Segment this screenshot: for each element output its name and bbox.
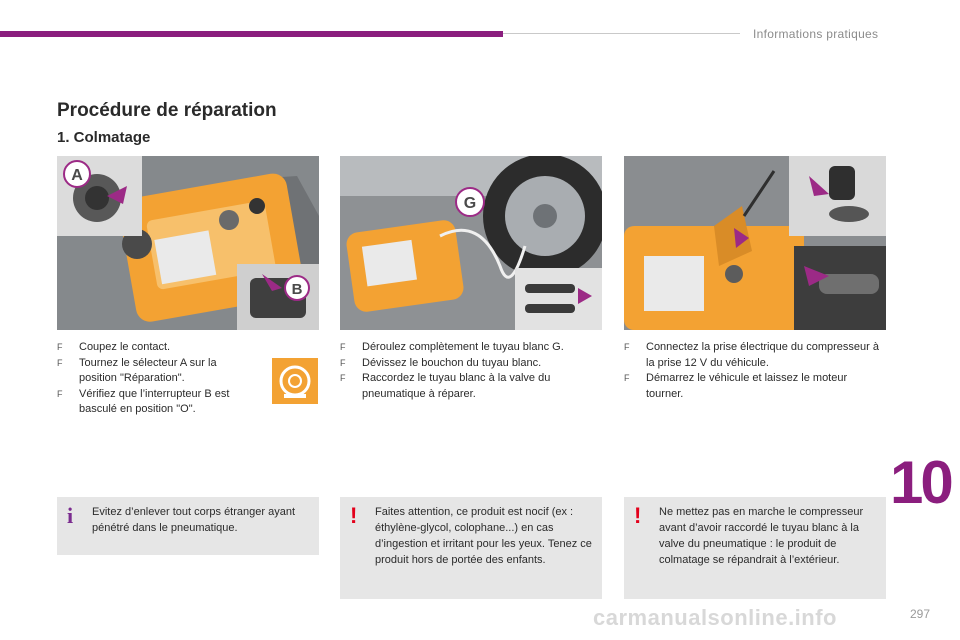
list-item: F Dévissez le bouchon du tuyau blanc. bbox=[340, 356, 602, 372]
info-icon: i bbox=[67, 503, 74, 528]
warning-icon: ! bbox=[350, 503, 358, 528]
step-text: Vérifiez que l’interrupteur B est bascul… bbox=[79, 387, 230, 416]
info-notice: i Evitez d’enlever tout corps étranger a… bbox=[57, 497, 319, 555]
callout-b-label: B bbox=[292, 281, 303, 298]
warning-notice-product: ! Faites attention, ce produit est nocif… bbox=[340, 497, 602, 599]
step-text: Déroulez complètement le tuyau blanc G. bbox=[362, 341, 564, 353]
step-bullet: F bbox=[624, 373, 630, 384]
header-rule bbox=[503, 33, 740, 34]
callout-a-label: A bbox=[71, 167, 83, 184]
step-text: Tournez le sélecteur A sur la position "… bbox=[79, 356, 217, 385]
step-text: Coupez le contact. bbox=[79, 341, 171, 353]
list-item: F Démarrez le véhicule et laissez le mote… bbox=[624, 371, 886, 402]
list-item: F Déroulez complètement le tuyau blanc G. bbox=[340, 340, 602, 356]
photo-12v-socket bbox=[624, 156, 886, 330]
watermark: carmanualsonline.info bbox=[593, 605, 837, 630]
warning-notice-compressor: ! Ne mettez pas en marche le compresseur… bbox=[624, 497, 886, 599]
repair-kit-pictogram-icon bbox=[272, 358, 318, 404]
callout-g-label: G bbox=[464, 195, 476, 212]
notice-text: Faites attention, ce produit est nocif (… bbox=[375, 506, 592, 566]
notice-text: Evitez d’enlever tout corps étranger aya… bbox=[92, 506, 296, 534]
header-accent-bar bbox=[0, 31, 503, 37]
step-bullet: F bbox=[340, 357, 346, 368]
step-bullet: F bbox=[57, 342, 63, 352]
list-item: F Raccordez le tuyau blanc à la valve du … bbox=[340, 371, 602, 402]
notice-text: Ne mettez pas en marche le compresseur a… bbox=[659, 506, 864, 566]
step-text: Dévissez le bouchon du tuyau blanc. bbox=[362, 356, 542, 369]
chapter-number: 10 bbox=[890, 449, 954, 516]
steps-column-3: F Connectez la prise électrique du compre… bbox=[624, 340, 886, 402]
section-title: Informations pratiques bbox=[753, 27, 879, 41]
steps-column-1: F Coupez le contact. F Tournez le sélecteu… bbox=[57, 340, 257, 418]
step-bullet: F bbox=[57, 357, 63, 368]
step-bullet: F bbox=[624, 342, 630, 352]
warning-icon: ! bbox=[634, 503, 642, 528]
list-item: F Coupez le contact. bbox=[57, 340, 257, 356]
list-item: F Vérifiez que l’interrupteur B est bascu… bbox=[57, 387, 257, 418]
step-text: Connectez la prise électrique du compres… bbox=[646, 341, 879, 369]
step-bullet: F bbox=[340, 342, 346, 352]
step-bullet: F bbox=[57, 388, 63, 399]
step-text: Démarrez le véhicule et laissez le moteu… bbox=[646, 372, 848, 400]
steps-column-2: F Déroulez complètement le tuyau blanc G.… bbox=[340, 340, 602, 402]
page-number: 297 bbox=[910, 607, 931, 621]
step-bullet: F bbox=[340, 373, 346, 384]
step-text: Raccordez le tuyau blanc à la valve du p… bbox=[362, 372, 551, 400]
page-title: Procédure de réparation bbox=[57, 100, 277, 121]
photo-compressor-selector: A B bbox=[57, 156, 319, 330]
list-item: F Tournez le sélecteur A sur la position … bbox=[57, 356, 257, 387]
list-item: F Connectez la prise électrique du compre… bbox=[624, 340, 886, 371]
photo-hose-valve: G bbox=[340, 156, 602, 330]
section-subtitle: 1. Colmatage bbox=[57, 129, 151, 146]
